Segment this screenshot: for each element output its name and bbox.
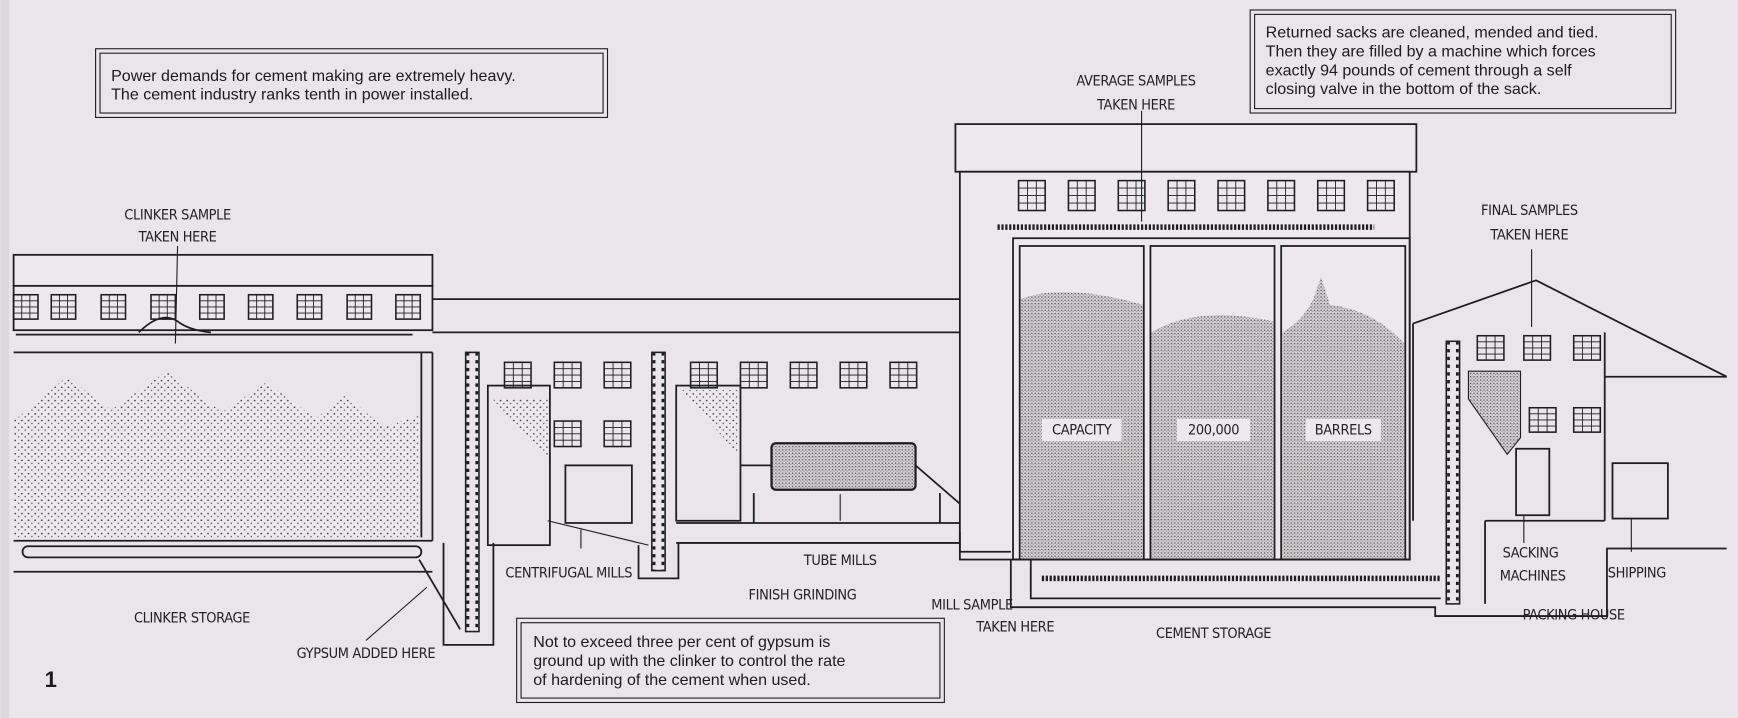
window-icon — [889, 361, 918, 389]
label-cement-storage: CEMENT STORAGE — [1156, 626, 1271, 642]
label-tube-mills: TUBE MILLS — [803, 553, 877, 569]
window-icon — [739, 361, 768, 389]
label-clinker-sample: TAKEN HERE — [138, 230, 217, 246]
finish-grinding-building — [432, 298, 974, 646]
label-sacking-machines: MACHINES — [1500, 569, 1566, 585]
label-final-samples: FINAL SAMPLES — [1481, 203, 1578, 219]
window-icon — [100, 293, 127, 320]
note-gypsum: Not to exceed three per cent of gypsum i… — [516, 617, 945, 704]
window-icon — [553, 420, 582, 448]
window-icon — [346, 293, 373, 320]
window-icon — [1366, 179, 1395, 212]
note-power-demands: Power demands for cement making are extr… — [95, 48, 609, 119]
window-icon — [1528, 406, 1557, 433]
label-gypsum-added: GYPSUM ADDED HERE — [297, 646, 436, 662]
window-icon — [839, 361, 868, 389]
window-icon — [247, 293, 274, 320]
note-line: Not to exceed three per cent of gypsum i… — [533, 633, 830, 651]
window-icon — [603, 361, 632, 389]
note-line: of hardening of the cement when used. — [533, 671, 810, 689]
label-packing-house: PACKING HOUSE — [1523, 607, 1625, 623]
note-line: Power demands for cement making are extr… — [111, 67, 516, 85]
window-icon — [1572, 334, 1602, 361]
cement-storage-building — [954, 110, 1727, 617]
label-silo-capacity: 200,000 — [1188, 422, 1239, 438]
packing-house — [1412, 249, 1728, 604]
label-clinker-storage: CLINKER STORAGE — [134, 611, 250, 627]
window-icon — [1476, 334, 1505, 361]
bucket-elevator — [651, 351, 666, 572]
label-finish-grinding: FINISH GRINDING — [749, 587, 857, 603]
silo — [1280, 245, 1407, 561]
window-icon — [1316, 179, 1346, 212]
label-silo-capacity: CAPACITY — [1052, 422, 1112, 438]
window-icon — [1017, 179, 1046, 212]
label-mill-sample: MILL SAMPLE — [931, 597, 1013, 613]
note-line: closing valve in the bottom of the sack. — [1266, 80, 1542, 98]
note-line: Returned sacks are cleaned, mended and t… — [1266, 24, 1599, 42]
label-centrifugal-mills: CENTRIFUGAL MILLS — [505, 565, 632, 581]
sacking-machine — [1515, 447, 1551, 517]
note-line: ground up with the clinker to control th… — [533, 652, 845, 670]
rail-car — [1611, 462, 1669, 520]
window-icon — [395, 293, 422, 320]
page-number: 1 — [45, 667, 57, 692]
window-icon — [150, 293, 177, 320]
label-mill-sample: TAKEN HERE — [975, 620, 1054, 636]
window-icon — [1067, 179, 1096, 212]
clinker-pile — [13, 371, 420, 538]
window-icon — [689, 361, 718, 389]
window-icon — [1217, 179, 1246, 212]
window-icon — [603, 420, 632, 448]
window-icon — [789, 361, 818, 389]
note-returned-sacks: Returned sacks are cleaned, mended and t… — [1249, 9, 1677, 114]
label-sacking-machines: SACKING — [1503, 545, 1559, 561]
window-icon — [12, 293, 39, 320]
clinker-storage-building — [12, 245, 461, 641]
window-icon — [503, 361, 532, 389]
bucket-elevator — [464, 351, 480, 633]
window-icon — [1117, 179, 1146, 212]
window-icon — [50, 293, 77, 320]
label-final-samples: TAKEN HERE — [1489, 227, 1568, 243]
label-average-samples: AVERAGE SAMPLES — [1076, 73, 1195, 89]
window-icon — [198, 293, 225, 320]
diagram-labels: CLINKER SAMPLE TAKEN HERE AVERAGE SAMPLE… — [45, 73, 1667, 692]
note-line: The cement industry ranks tenth in power… — [111, 86, 473, 104]
bucket-elevator — [1445, 340, 1461, 605]
window-icon — [553, 361, 582, 389]
note-line: exactly 94 pounds of cement through a se… — [1266, 61, 1573, 79]
window-icon — [1572, 406, 1602, 433]
window-icon — [296, 293, 323, 320]
label-average-samples: TAKEN HERE — [1096, 98, 1175, 114]
window-icon — [1167, 179, 1196, 212]
label-clinker-sample: CLINKER SAMPLE — [124, 207, 231, 223]
label-silo-capacity: BARRELS — [1315, 422, 1372, 438]
window-icon — [1267, 179, 1296, 212]
window-icon — [1523, 334, 1552, 361]
tube-mill — [770, 442, 917, 491]
label-shipping: SHIPPING — [1608, 565, 1666, 581]
note-line: Then they are filled by a machine which … — [1266, 43, 1596, 61]
centrifugal-mill — [564, 464, 633, 524]
